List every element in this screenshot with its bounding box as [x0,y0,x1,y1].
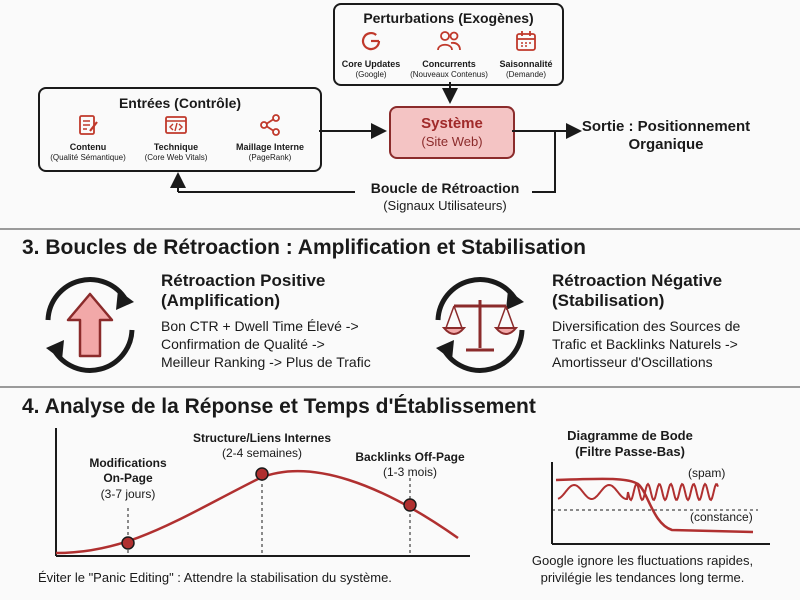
bode-spam-label: (spam) [688,466,726,480]
inputs-title: Entrées (Contrôle) [118,95,242,111]
document-edit-icon [79,115,98,135]
point-label-backlinks-sub: (1-3 mois) [382,465,437,479]
point-on-page [121,536,135,550]
bode-constance-label: (constance) [690,510,753,524]
up-arrow-cycle-icon [45,277,135,373]
point-label-on-page-sub: (3-7 jours) [100,487,156,501]
system-box: Système (Site Web) [389,106,515,159]
point-label-structure-sub: (2-4 semaines) [221,446,303,460]
bode-title-2: (Filtre Passe-Bas) [575,444,685,459]
bode-diagram [551,462,770,545]
inputs-box: Entrées (Contrôle) Contenu (Qualité Séma… [38,87,322,172]
system-title: Système [421,115,483,132]
bode-caption-2: privilégie les tendances long terme. [540,570,745,585]
output-label: Sortie : Positionnement Organique [581,118,751,153]
bode-caption-1: Google ignore les fluctuations rapides, [531,553,754,568]
code-window-icon [165,116,187,134]
point-backlinks [403,498,417,512]
positive-title-2: (Amplification) [161,291,280,310]
balance-scale-cycle-icon [435,277,525,373]
bode-title-1: Diagramme de Bode [567,428,693,443]
positive-title-1: Rétroaction Positive [161,271,326,290]
feedback-title: Boucle de Rétroaction [370,180,520,196]
share-network-icon [260,114,280,136]
feedback-sub: (Signaux Utilisateurs) [383,198,507,213]
negative-line-1: Diversification des Sources de [552,318,741,334]
point-label-backlinks: Backlinks Off-Page [355,450,465,464]
system-sub: (Site Web) [421,134,483,149]
calendar-icon [516,31,536,51]
point-label-structure: Structure/Liens Internes [192,431,332,445]
section4-heading: 4. Analyse de la Réponse et Temps d'Étab… [22,395,536,418]
point-structure [255,467,269,481]
positive-line-3: Meilleur Ranking -> Plus de Trafic [161,354,371,370]
google-icon [361,32,381,51]
section3-heading: 3. Boucles de Rétroaction : Amplificatio… [22,236,586,259]
divider-2 [0,386,800,388]
positive-line-2: Confirmation de Qualité -> [161,336,325,352]
point-label-on-page-2: On-Page [103,471,153,485]
users-icon [437,31,461,51]
response-curve-chart [55,428,470,557]
negative-title-2: (Stabilisation) [552,291,665,310]
divider-1 [0,228,800,230]
top-arrows [170,82,582,193]
positive-line-1: Bon CTR + Dwell Time Élevé -> [161,318,359,334]
response-caption: Éviter le "Panic Editing" : Attendre la … [38,570,392,585]
point-label-on-page-1: Modifications [89,456,167,470]
negative-title-1: Rétroaction Négative [552,271,723,290]
negative-line-3: Amortisseur d'Oscillations [552,354,713,370]
perturbations-box: Perturbations (Exogènes) Core Updates (G… [333,3,564,86]
negative-line-2: Trafic et Backlinks Naturels -> [552,336,738,352]
perturbations-title: Perturbations (Exogènes) [363,10,534,26]
